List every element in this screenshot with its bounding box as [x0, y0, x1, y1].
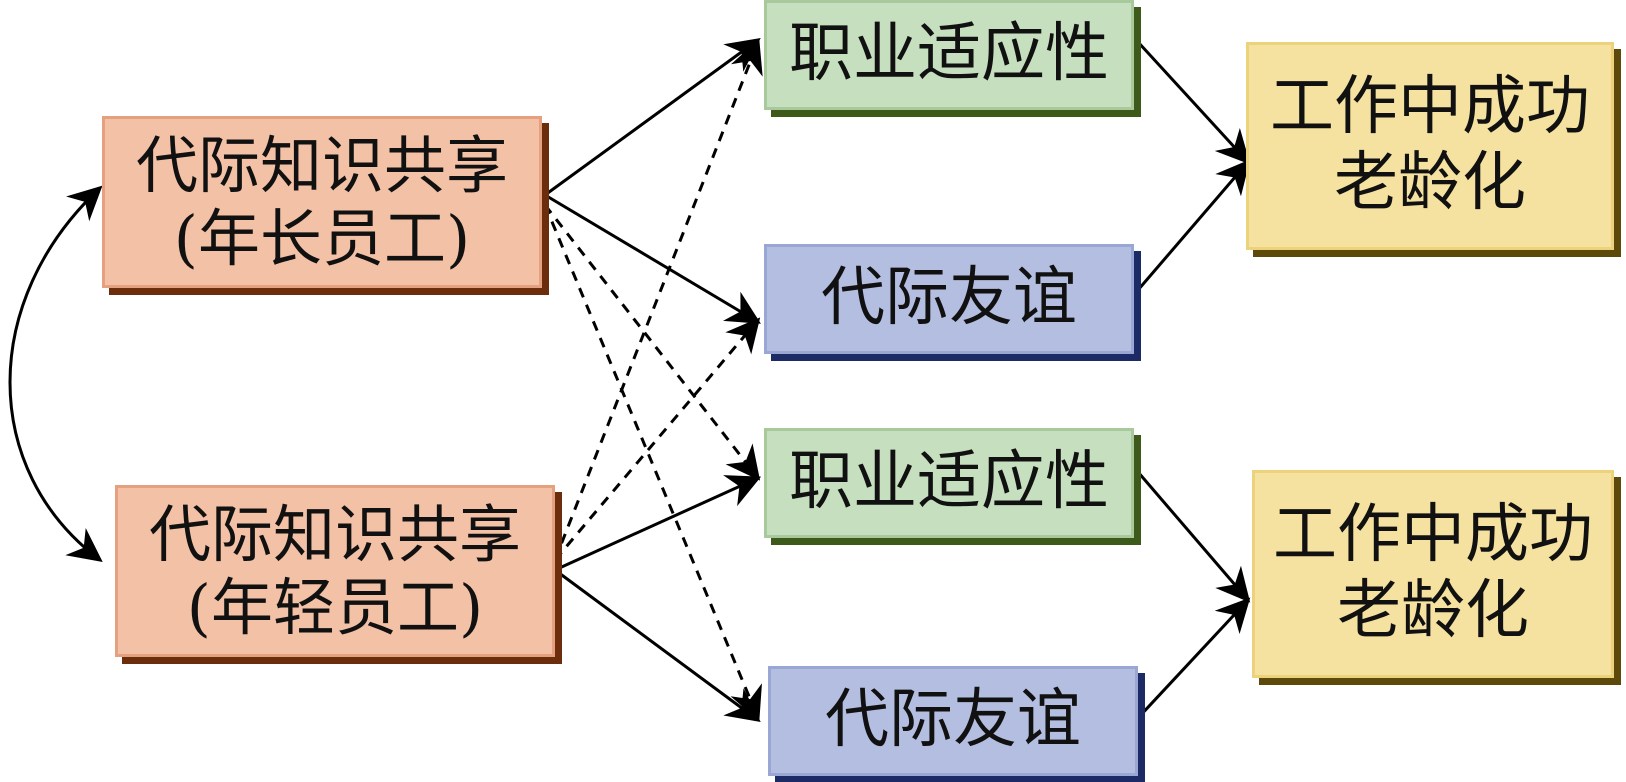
- path-older-to-friendship-top: [544, 193, 761, 324]
- node-career-adapt-bottom-label: 职业适应性: [789, 445, 1109, 520]
- node-success-bottom-line1: 工作中成功: [1273, 498, 1593, 573]
- node-sharing-older-line2: (年长员工): [173, 202, 471, 275]
- dashed-older-to-career-bottom: [543, 204, 761, 481]
- path-older-to-career-top: [544, 37, 761, 197]
- node-friendship-bottom-label: 代际友谊: [825, 683, 1081, 758]
- dashed-older-to-friendship-bottom: [543, 204, 762, 722]
- path-career-top-to-success-top: [1136, 40, 1251, 165]
- node-career-adapt-top: 职业适应性: [764, 0, 1134, 110]
- node-success-bottom: 工作中成功 老龄化: [1252, 470, 1614, 678]
- node-success-top-line2: 老龄化: [1334, 146, 1526, 220]
- node-sharing-older-line1: 代际知识共享: [135, 128, 508, 202]
- node-sharing-younger-line2: (年轻员工): [186, 571, 484, 644]
- node-sharing-younger-line1: 代际知识共享: [148, 497, 521, 571]
- node-success-top-line1: 工作中成功: [1270, 70, 1590, 145]
- path-younger-to-friendship-bottom: [554, 568, 761, 723]
- node-sharing-younger: 代际知识共享 (年轻员工): [115, 485, 555, 657]
- dashed-younger-to-career-top: [553, 38, 763, 561]
- node-friendship-top: 代际友谊: [764, 244, 1134, 354]
- node-career-adapt-top-label: 职业适应性: [789, 17, 1109, 92]
- path-career-bottom-to-success-bottom: [1136, 471, 1251, 603]
- path-younger-to-career-bottom: [554, 475, 762, 572]
- node-success-bottom-line2: 老龄化: [1337, 574, 1529, 648]
- node-friendship-top-label: 代际友谊: [821, 261, 1077, 336]
- path-friendship-bottom-to-success-bottom: [1136, 597, 1251, 720]
- correlation-arrow: [8, 185, 103, 563]
- path-friendship-top-to-success-top: [1136, 159, 1251, 291]
- dashed-younger-to-friendship-top: [553, 317, 761, 561]
- node-success-top: 工作中成功 老龄化: [1246, 42, 1614, 250]
- node-sharing-older: 代际知识共享 (年长员工): [102, 116, 542, 288]
- node-career-adapt-bottom: 职业适应性: [764, 428, 1134, 538]
- node-friendship-bottom: 代际友谊: [768, 666, 1138, 776]
